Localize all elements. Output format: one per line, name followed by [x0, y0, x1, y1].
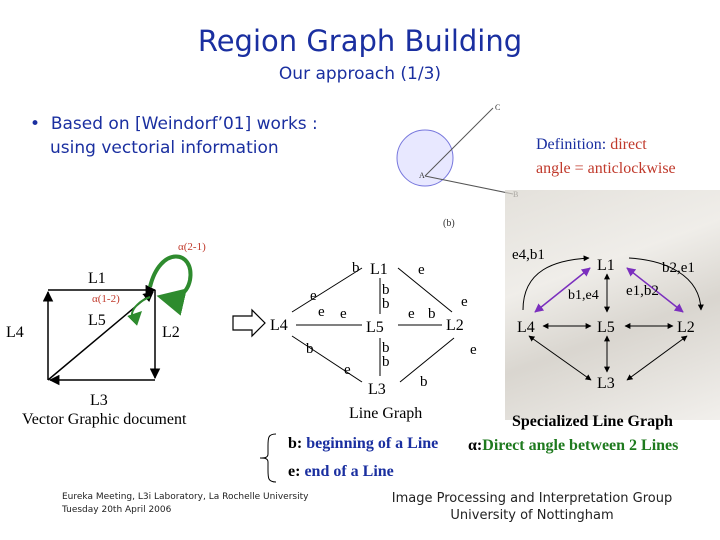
lg-edge-label: e [470, 342, 477, 358]
lg-edge-label: e [408, 306, 415, 322]
line-graph-caption: Line Graph [349, 405, 423, 422]
vdoc-label-l4: L4 [6, 324, 24, 341]
sg-edge-l4-l1 [534, 267, 591, 313]
legend-beginning: b: beginning of a Line [288, 435, 438, 453]
lg-edge-label: b [352, 260, 360, 276]
sg-label-b1e4: b1,e4 [568, 288, 599, 303]
sg-label-e4b1: e4,b1 [512, 247, 545, 263]
footer-right: Image Processing and Interpretation Grou… [362, 490, 702, 524]
lg-edge-label: b [306, 341, 314, 357]
transition-arrow [232, 308, 266, 338]
vector-document-caption: Vector Graphic document [22, 411, 187, 428]
vdoc-label-l5: L5 [88, 312, 106, 329]
lg-node-l4: L4 [270, 317, 288, 334]
inset-label: (b) [443, 218, 455, 228]
point-c-label: C [495, 103, 500, 112]
specialized-graph-caption: Specialized Line Graph [512, 413, 673, 430]
definition-text-2: angle = anticlockwise [536, 160, 676, 177]
legend-alpha-text: Direct angle between 2 Lines [482, 437, 679, 454]
lg-edge-label: b [382, 282, 390, 298]
sg-edge-l4-l3 [528, 335, 592, 381]
vector-document-figure: α(2-1) α(1-2) L1 L5 L2 L4 L3 [6, 241, 206, 409]
alpha-2-1-label: α(2-1) [178, 241, 206, 253]
lg-edge-label: b [382, 296, 390, 312]
slide-subtitle: Our approach (1/3) [278, 64, 442, 84]
lg-edge-label: b [382, 340, 390, 356]
legend-end: e: end of a Line [288, 463, 394, 481]
bullet-line-2: using vectorial information [50, 138, 279, 158]
lg-node-l5: L5 [366, 319, 384, 336]
lg-edge-label: e [461, 294, 468, 310]
sg-edge-l1-l2-outer [628, 257, 704, 311]
specialized-line-graph-figure: L1 L4 L5 L2 L3 [517, 255, 704, 392]
segment-ab [424, 175, 514, 195]
vdoc-label-l2: L2 [162, 324, 180, 341]
bullet-text: • Based on [Weindorf’01] works : using v… [30, 112, 318, 160]
lg-edge-label: e [340, 306, 347, 322]
definition-text-1: direct [610, 136, 647, 153]
angle-inset-figure: C A B (b) [396, 103, 518, 228]
sg-edge-l2-l3 [626, 335, 688, 381]
footer-right-line-1: Image Processing and Interpretation Grou… [391, 491, 673, 506]
alpha-1-2-arrow [127, 296, 151, 326]
lg-node-l2: L2 [446, 317, 464, 334]
sg-edge-l1-l2 [626, 267, 684, 313]
lg-edge-l2-l3 [399, 337, 455, 383]
alpha-2-1-arrow [148, 254, 193, 316]
lg-edge-label: b [420, 374, 428, 390]
vdoc-label-l3: L3 [90, 392, 108, 409]
slide-title: Region Graph Building [197, 24, 523, 58]
legend-b-key: b: [288, 435, 303, 452]
sg-node-l3: L3 [597, 375, 615, 392]
sg-label-e1b2: e1,b2 [626, 283, 659, 299]
footer-right-line-2: University of Nottingham [450, 508, 614, 523]
footer-left: Eureka Meeting, L3i Laboratory, La Roche… [62, 491, 308, 517]
lg-edge-label: e [418, 262, 425, 278]
lg-edge-l4-l1 [291, 267, 363, 313]
sg-node-l4: L4 [517, 319, 535, 336]
sg-node-l2: L2 [677, 319, 695, 336]
sg-label-b2e1: b2,e1 [662, 260, 695, 276]
lg-node-l3: L3 [368, 381, 386, 398]
lg-edge-l1-l2 [397, 267, 453, 313]
legend-alpha-key: α: [468, 437, 483, 454]
lg-edge-label: b [428, 306, 436, 322]
sg-edge-l4-l1-outer [522, 255, 590, 311]
sg-node-l5: L5 [597, 319, 615, 336]
definition-term: Definition: [536, 136, 607, 153]
sg-node-l1: L1 [597, 257, 615, 274]
legend-alpha: α:Direct angle between 2 Lines [468, 437, 678, 455]
lg-edge-label: e [318, 304, 325, 320]
legend-e-key: e: [288, 463, 301, 480]
lg-edge-label: e [344, 362, 351, 378]
alpha-1-2-label: α(1-2) [92, 293, 120, 305]
point-a-label: A [419, 171, 425, 180]
definition-text: Definition: direct angle = anticlockwise [536, 133, 676, 181]
segment-ac [424, 107, 494, 177]
footer-left-line-1: Eureka Meeting, L3i Laboratory, La Roche… [62, 492, 309, 502]
lg-edge-l4-l3 [291, 335, 363, 383]
legend-brace [259, 433, 277, 483]
legend-b-text: beginning of a Line [306, 435, 439, 452]
lg-edge-label: b [382, 354, 390, 370]
bullet-dot-icon: • [30, 114, 51, 134]
legend-e-text: end of a Line [304, 463, 394, 480]
lg-edge-label: e [310, 288, 317, 304]
angle-circle [396, 129, 454, 187]
lg-node-l1: L1 [370, 261, 388, 278]
vdoc-label-l1: L1 [88, 270, 106, 287]
footer-left-line-2: Tuesday 20th April 2006 [62, 505, 172, 515]
bullet-line-1: Based on [Weindorf’01] works : [50, 114, 318, 134]
line-graph-figure: L1 L4 L5 L2 L3 b e e e e b b e b e b e b… [270, 260, 477, 398]
